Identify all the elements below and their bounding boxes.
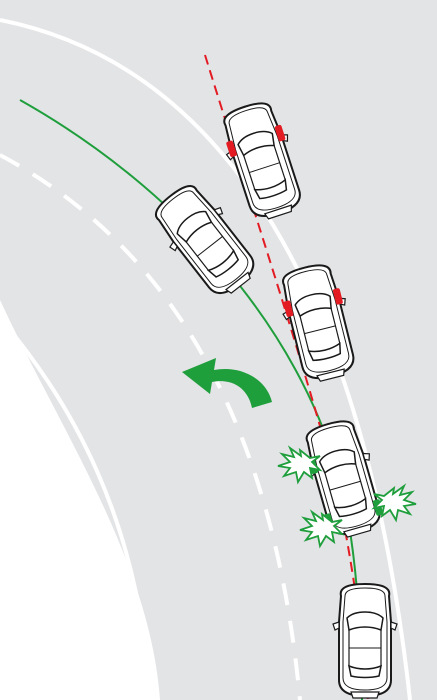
curved-left-arrow-icon bbox=[182, 358, 272, 408]
skidding-car-top bbox=[213, 95, 312, 227]
brake-indicator-front-right bbox=[274, 124, 286, 142]
road-inner-edge-line bbox=[0, 316, 152, 700]
brake-indicator-front-right bbox=[332, 288, 343, 305]
brake-indicator-front-left bbox=[226, 140, 237, 158]
skidding-car-middle bbox=[272, 258, 365, 388]
bottom-car bbox=[332, 583, 398, 699]
brake-indicator-front-left bbox=[283, 300, 294, 317]
lane-center-dashed-line bbox=[0, 153, 302, 700]
